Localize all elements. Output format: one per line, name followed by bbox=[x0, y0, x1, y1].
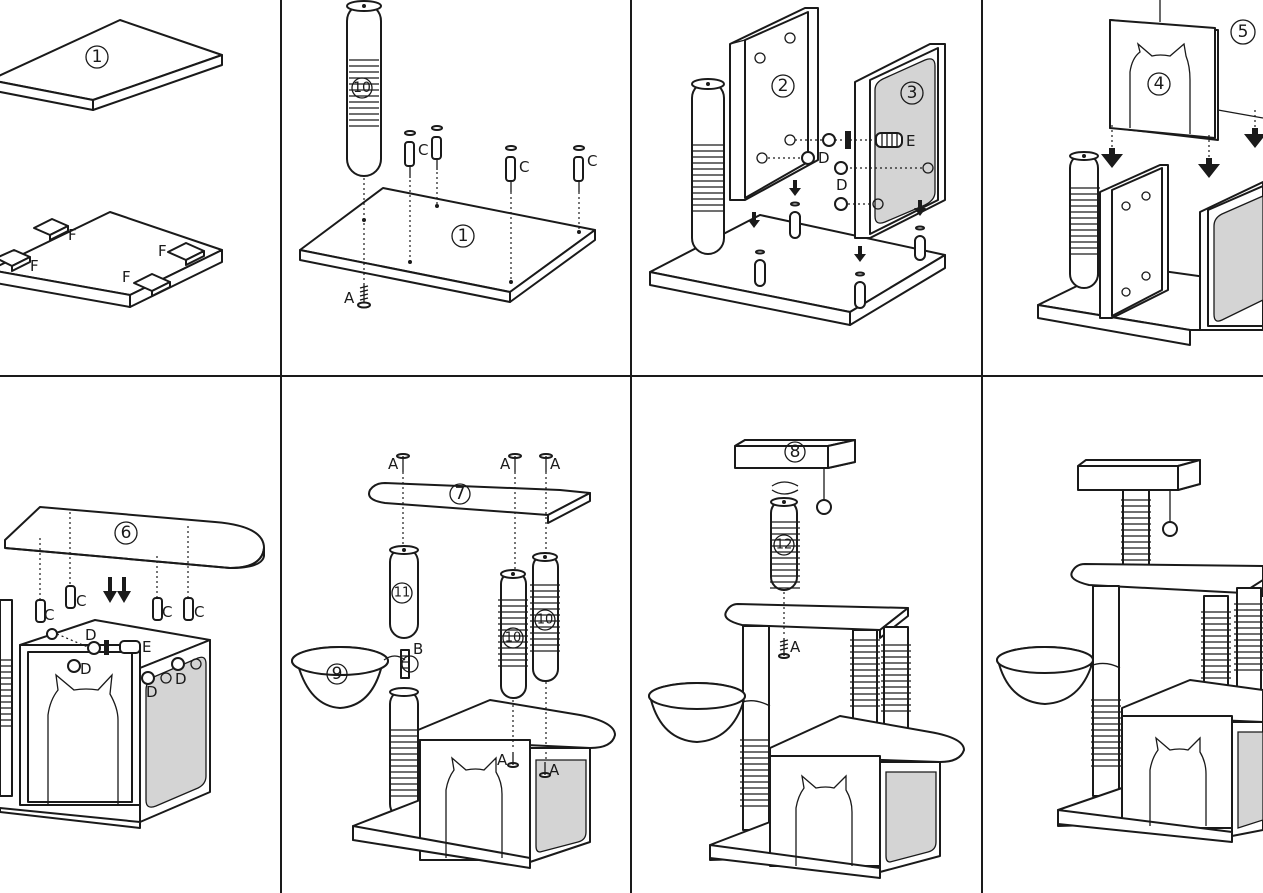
sisal-post-10: 10 bbox=[346, 0, 382, 177]
bowl bbox=[996, 646, 1121, 705]
post-12: 12 bbox=[769, 497, 801, 591]
side-panel-right bbox=[1199, 181, 1263, 331]
part-label-1: 1 bbox=[92, 47, 103, 67]
step-8-panel bbox=[996, 459, 1263, 843]
rotate-arrow bbox=[771, 481, 799, 495]
fitting-label: D bbox=[85, 626, 97, 644]
step-6-panel: 7 A A A 11 B 9 bbox=[291, 453, 616, 869]
dowel-label: C bbox=[44, 606, 54, 624]
board-1-top: 1 bbox=[0, 19, 223, 111]
part-label-7: 7 bbox=[455, 484, 466, 504]
board-1: 1 bbox=[299, 187, 596, 303]
step-7-panel: 8 12 A bbox=[648, 439, 965, 879]
cat-house-box bbox=[0, 599, 211, 829]
part-label-12: 12 bbox=[776, 538, 793, 553]
dowel-label: C bbox=[76, 592, 86, 610]
down-arrows bbox=[103, 577, 131, 603]
step-2-panel: 1 10 A C C bbox=[299, 0, 597, 309]
side-panel-left bbox=[1099, 164, 1169, 319]
fittings: D D D D E bbox=[46, 626, 202, 701]
part-label-8: 8 bbox=[790, 442, 801, 462]
part-label-10: 10 bbox=[505, 631, 522, 646]
screw-label: A bbox=[790, 638, 801, 656]
screw-label: A bbox=[388, 455, 399, 473]
dowel-label: C bbox=[194, 603, 204, 621]
down-arrows bbox=[1101, 110, 1263, 178]
part-label-10: 10 bbox=[353, 80, 371, 96]
screws-a: A A A bbox=[388, 453, 561, 572]
fitting-label: E bbox=[906, 132, 915, 150]
screw-a: A bbox=[778, 638, 801, 659]
screw-label: A bbox=[500, 455, 511, 473]
part-label-2: 2 bbox=[778, 76, 789, 96]
top-board-6: 6 bbox=[4, 506, 265, 569]
screw-label: A bbox=[550, 455, 561, 473]
dowels bbox=[754, 201, 926, 309]
bowl bbox=[648, 682, 771, 743]
dowel bbox=[431, 125, 443, 206]
bowl-9: 9 bbox=[291, 646, 419, 709]
side-panel-2: 2 bbox=[729, 7, 819, 201]
post-10a: 10 bbox=[497, 569, 529, 699]
top-post bbox=[1120, 489, 1152, 567]
dowel-label: C bbox=[587, 152, 597, 170]
foot-pad bbox=[167, 242, 205, 266]
dowels: C C C C bbox=[35, 512, 204, 624]
lower-post bbox=[388, 687, 420, 819]
part-label-10: 10 bbox=[537, 613, 554, 628]
post-10b: 10 bbox=[529, 552, 561, 682]
fitting-label: D bbox=[146, 683, 158, 701]
perch bbox=[1077, 459, 1201, 537]
fitting-label: D bbox=[836, 176, 848, 194]
foot-pad bbox=[133, 273, 171, 297]
dowel-label: C bbox=[162, 603, 172, 621]
back-panel-4: 4 bbox=[1109, 19, 1219, 141]
foot-label: F bbox=[68, 226, 77, 244]
down-arrows bbox=[748, 180, 926, 262]
cat-house-assembled: A A bbox=[352, 682, 616, 869]
bolt-e: E bbox=[845, 131, 915, 150]
foot-label: F bbox=[30, 257, 39, 275]
part-label-11: 11 bbox=[394, 586, 411, 601]
fitting-label: D bbox=[80, 660, 92, 678]
dowel-label: C bbox=[519, 158, 529, 176]
dowel: C bbox=[573, 145, 597, 232]
dowel: C bbox=[404, 130, 428, 262]
step-3-panel: 2 3 D D E bbox=[649, 7, 946, 326]
fitting-label: D bbox=[818, 149, 830, 167]
platform-7: 7 bbox=[368, 482, 591, 524]
screw-a: A bbox=[344, 285, 371, 309]
part-label-9: 9 bbox=[332, 664, 343, 684]
step-marker-5: 5 bbox=[1238, 22, 1249, 42]
step-5-panel: 6 C C C C bbox=[0, 506, 265, 829]
foot-label: F bbox=[158, 242, 167, 260]
part-label-4: 4 bbox=[1154, 74, 1165, 94]
sisal-post bbox=[1069, 151, 1101, 289]
screw-label: A bbox=[344, 289, 355, 307]
board-1-bottom-with-feet: F F F F bbox=[0, 211, 223, 308]
part-label-1: 1 bbox=[458, 226, 469, 246]
foot-label: F bbox=[122, 268, 131, 286]
dowel: C bbox=[505, 145, 529, 282]
fitting-label: D bbox=[175, 670, 187, 688]
foot-pad bbox=[33, 218, 69, 241]
part-label-6: 6 bbox=[121, 523, 132, 543]
fitting-label: E bbox=[142, 638, 151, 656]
foot-pad bbox=[0, 249, 31, 272]
screw-label: A bbox=[497, 751, 508, 769]
cam-lock-fitting: D D bbox=[801, 133, 848, 211]
bolt-label: B bbox=[413, 640, 423, 658]
cat-house bbox=[709, 715, 965, 879]
sisal-post bbox=[691, 78, 725, 255]
step-1-panel: 1 F F F F bbox=[0, 19, 223, 308]
post-11: 11 bbox=[389, 545, 419, 639]
cat-house bbox=[1057, 679, 1263, 843]
part-label-3: 3 bbox=[907, 83, 918, 103]
screw-label: A bbox=[549, 761, 560, 779]
perch-8: 8 bbox=[734, 439, 856, 515]
dowel-label: C bbox=[418, 141, 428, 159]
step-4-panel: 5 4 bbox=[1037, 0, 1263, 346]
